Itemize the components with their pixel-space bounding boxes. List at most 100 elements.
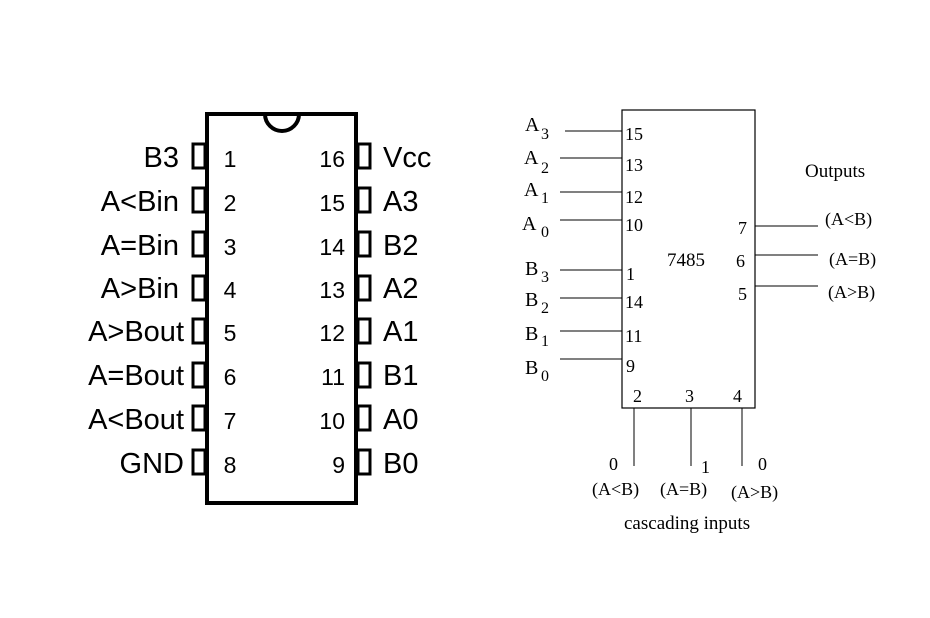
dip-pinout: B3 1 A<Bin 2 A=Bin 3 A>Bin 4 A>Bout 5 A=… <box>88 112 431 505</box>
pin-label: A>Bout <box>88 316 184 348</box>
pin-lead <box>356 404 372 432</box>
pin-number: 7 <box>224 408 237 434</box>
pin-lead <box>191 230 207 258</box>
pin-label: A3 <box>383 186 418 218</box>
pin-label: B1 <box>383 360 418 392</box>
pin-label: A=Bin <box>101 230 179 262</box>
input-letter: A <box>525 114 540 136</box>
pin-number: 13 <box>319 277 345 303</box>
input-b1: B 1 11 <box>525 323 642 350</box>
block-diagram: 7485 A 3 15 A 2 13 A 1 12 A 0 10 B <box>522 109 876 534</box>
output-a-less-b: 7 (A<B) <box>738 209 872 238</box>
input-letter: A <box>524 179 539 201</box>
input-letter: B <box>525 258 538 280</box>
pin-number: 12 <box>319 320 345 346</box>
output-pin-number: 6 <box>736 251 745 271</box>
pin-label: A=Bout <box>88 360 184 392</box>
pin-lead <box>191 404 207 432</box>
pin-lead <box>191 142 207 170</box>
pin-label: A<Bin <box>101 186 179 218</box>
input-a2: A 2 13 <box>524 147 643 177</box>
cascade-pin-number: 4 <box>733 386 742 406</box>
pin-lead <box>356 186 372 214</box>
input-b3: B 3 1 <box>525 258 635 286</box>
ic-block <box>621 109 756 409</box>
dip-right-pin-15: A3 15 <box>319 186 418 218</box>
pin-label: B3 <box>144 142 179 174</box>
output-label: (A<B) <box>825 209 872 230</box>
cascade-label: (A>B) <box>731 482 778 503</box>
input-pin-number: 12 <box>625 187 643 207</box>
input-subscript: 0 <box>541 224 549 241</box>
input-pin-number: 9 <box>626 356 635 376</box>
pin-lead <box>191 317 207 345</box>
input-a1: A 1 12 <box>524 179 643 207</box>
dip-left-pin-7: A<Bout 7 <box>88 404 236 436</box>
pin-lead <box>356 317 372 345</box>
pin-lead <box>356 361 372 389</box>
input-subscript: 2 <box>541 300 549 317</box>
dip-right-pin-12: A1 12 <box>319 316 418 348</box>
dip-left-pin-2: A<Bin 2 <box>101 186 237 218</box>
cascade-label: (A=B) <box>660 479 707 500</box>
outputs-title: Outputs <box>805 161 865 182</box>
dip-left-pin-6: A=Bout 6 <box>88 360 236 392</box>
dip-left-pin-8: GND 8 <box>120 448 237 480</box>
pin-lead <box>191 274 207 302</box>
input-letter: A <box>522 213 537 235</box>
pin-number: 10 <box>319 408 345 434</box>
dip-right-pin-11: B1 11 <box>321 360 418 392</box>
pin-number: 14 <box>319 234 345 260</box>
cascade-value: 0 <box>609 454 618 474</box>
pin-label: A0 <box>383 404 418 436</box>
pin-lead <box>191 361 207 389</box>
dip-right-pin-10: A0 10 <box>319 404 418 436</box>
pin-number: 6 <box>224 364 237 390</box>
cascade-input-a-less-b: 2 0 (A<B) <box>592 386 642 500</box>
pin-label: A<Bout <box>88 404 184 436</box>
pin-number: 4 <box>224 277 237 303</box>
cascade-value: 0 <box>758 454 767 474</box>
pin-label: Vcc <box>383 142 431 174</box>
input-subscript: 2 <box>541 160 549 177</box>
input-subscript: 1 <box>541 333 549 350</box>
pin-lead <box>356 448 372 476</box>
output-label: (A=B) <box>829 249 876 270</box>
input-pin-number: 15 <box>625 124 643 144</box>
pin-label: B2 <box>383 230 418 262</box>
input-pin-number: 10 <box>625 215 643 235</box>
pin-label: A1 <box>383 316 418 348</box>
dip-left-pin-4: A>Bin 4 <box>101 273 237 305</box>
input-letter: A <box>524 147 539 169</box>
output-a-greater-b: 5 (A>B) <box>738 282 875 304</box>
input-subscript: 3 <box>541 269 549 286</box>
dip-left-pin-1: B3 1 <box>144 142 237 174</box>
input-subscript: 3 <box>541 126 549 143</box>
dip-right-pin-14: B2 14 <box>319 230 418 262</box>
input-subscript: 0 <box>541 368 549 385</box>
cascade-value: 1 <box>701 457 710 477</box>
pin-number: 16 <box>319 146 345 172</box>
input-pin-number: 11 <box>625 326 642 346</box>
pin-number: 3 <box>224 234 237 260</box>
dip-left-pin-3: A=Bin 3 <box>101 230 237 262</box>
pin-label: A>Bin <box>101 273 179 305</box>
pin-number: 8 <box>224 452 237 478</box>
cascade-pin-number: 3 <box>685 386 694 406</box>
cascade-input-a-greater-b: 4 0 (A>B) <box>731 386 778 503</box>
output-a-equal-b: 6 (A=B) <box>736 249 876 271</box>
input-a0: A 0 10 <box>522 213 643 241</box>
pin-label: B0 <box>383 448 418 480</box>
pin-lead <box>356 274 372 302</box>
pin-number: 15 <box>319 190 345 216</box>
output-label: (A>B) <box>828 282 875 303</box>
pin-number: 2 <box>224 190 237 216</box>
pin-number: 9 <box>332 452 345 478</box>
dip-right-pin-9: B0 9 <box>332 448 418 480</box>
input-letter: B <box>525 323 538 345</box>
pin-lead <box>356 230 372 258</box>
output-pin-number: 5 <box>738 284 747 304</box>
input-letter: B <box>525 289 538 311</box>
dip-package-body <box>205 112 358 505</box>
